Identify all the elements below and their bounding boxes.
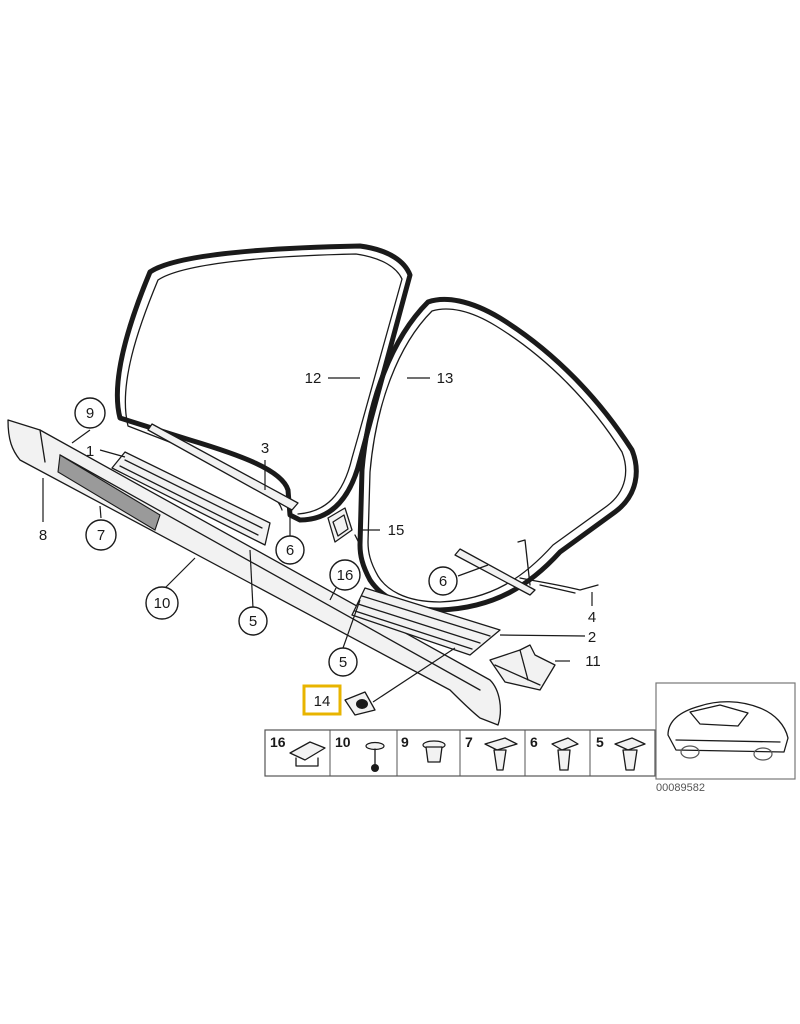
svg-text:5: 5 bbox=[249, 613, 257, 630]
rear-sill-plate bbox=[351, 587, 501, 656]
svg-text:7: 7 bbox=[465, 734, 473, 750]
svg-text:6: 6 bbox=[530, 734, 538, 750]
wiring-part bbox=[519, 577, 599, 594]
svg-text:6: 6 bbox=[439, 573, 447, 590]
svg-text:5: 5 bbox=[339, 654, 347, 671]
svg-text:3: 3 bbox=[261, 440, 269, 457]
svg-text:14: 14 bbox=[314, 693, 331, 710]
callout-8: 8 bbox=[39, 527, 47, 544]
svg-text:7: 7 bbox=[97, 527, 105, 544]
plug-part bbox=[327, 507, 353, 543]
fastener-16: 16 bbox=[270, 734, 326, 767]
fastener-5: 5 bbox=[596, 734, 646, 771]
callout-14-highlighted: 14 bbox=[302, 684, 342, 716]
callout-3: 3 bbox=[261, 440, 269, 457]
rocker-panel bbox=[7, 419, 501, 726]
callout-15: 15 bbox=[388, 522, 405, 539]
fastener-9: 9 bbox=[401, 734, 446, 763]
callout-9: 9 bbox=[74, 397, 106, 429]
bracket-part bbox=[489, 644, 556, 691]
callout-6-rear: 6 bbox=[428, 566, 458, 596]
leader-lines bbox=[42, 377, 593, 703]
svg-text:8: 8 bbox=[39, 527, 47, 544]
callout-6-front: 6 bbox=[275, 535, 305, 565]
callout-5-front: 5 bbox=[238, 606, 268, 636]
callout-12: 12 bbox=[305, 370, 322, 387]
callout-11: 11 bbox=[585, 653, 601, 670]
callout-10: 10 bbox=[145, 586, 179, 620]
callout-13: 13 bbox=[437, 370, 454, 387]
svg-text:9: 9 bbox=[401, 734, 409, 750]
callout-7: 7 bbox=[85, 519, 117, 551]
svg-text:2: 2 bbox=[588, 629, 596, 646]
rear-sill-inner-strip bbox=[454, 539, 536, 596]
fastener-6: 6 bbox=[530, 734, 579, 771]
callout-4: 4 bbox=[588, 609, 596, 626]
svg-text:12: 12 bbox=[305, 370, 322, 387]
svg-text:6: 6 bbox=[286, 542, 294, 559]
rear-door-seal bbox=[354, 296, 639, 613]
front-sill-inner-strip bbox=[147, 423, 299, 511]
svg-text:13: 13 bbox=[437, 370, 454, 387]
callout-16: 16 bbox=[329, 559, 361, 591]
callout-5-rear: 5 bbox=[328, 647, 358, 677]
fastener-7: 7 bbox=[465, 734, 518, 771]
callout-2: 2 bbox=[588, 629, 596, 646]
vehicle-locator-thumbnail bbox=[655, 682, 796, 780]
svg-text:15: 15 bbox=[388, 522, 405, 539]
svg-text:9: 9 bbox=[86, 405, 94, 422]
svg-text:10: 10 bbox=[154, 595, 171, 612]
svg-text:5: 5 bbox=[596, 734, 604, 750]
reference-number: 00089582 bbox=[656, 782, 705, 794]
svg-text:00089582: 00089582 bbox=[656, 782, 705, 794]
cover-cap-part bbox=[344, 691, 376, 716]
svg-text:11: 11 bbox=[585, 653, 601, 670]
svg-text:16: 16 bbox=[337, 567, 354, 584]
svg-text:1: 1 bbox=[86, 443, 94, 460]
svg-text:4: 4 bbox=[588, 609, 596, 626]
fastener-10: 10 bbox=[335, 734, 385, 772]
callout-1: 1 bbox=[86, 443, 94, 460]
svg-text:16: 16 bbox=[270, 734, 286, 750]
svg-text:10: 10 bbox=[335, 734, 351, 750]
fastener-legend: 16 10 9 7 6 5 bbox=[264, 729, 656, 777]
front-sill-plate bbox=[111, 451, 271, 546]
